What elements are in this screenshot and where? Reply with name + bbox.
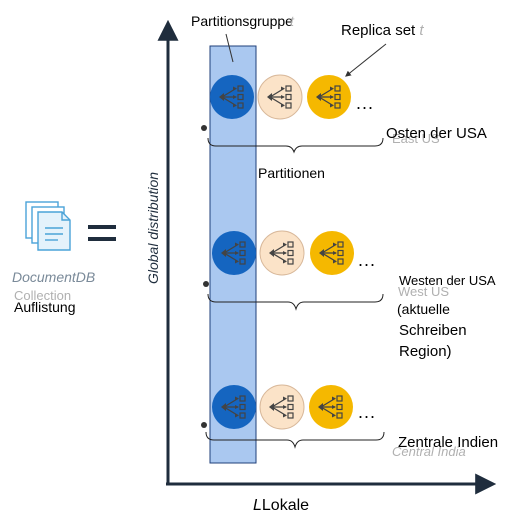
partition-group-label: Partitionsgruppet [191,13,294,29]
collection-subtitle: Auflistung [14,299,76,315]
partition-group-ghost-text: t [289,13,294,29]
region-anchor-dot [201,422,207,428]
collection-title: DocumentDB [12,269,96,285]
region-3-label: Zentrale Indien [398,434,499,451]
collection-ghost-subtitle: Collection [14,288,72,303]
more-replicas-ellipsis-2: ... [358,250,377,270]
region-2-label: Westen der USA [399,273,496,288]
region-2-note-line-2: Schreiben [399,322,467,339]
region-2-note-line-3: Region) [399,343,452,360]
region-brace [205,431,385,449]
region-1-label: Osten der USA [386,125,487,142]
region-2-ghost-label: West US [398,284,450,299]
region-1-ghost-label: East US [392,131,440,146]
region-anchor-dot [203,281,209,287]
partitions-label: Partitionen [258,165,325,181]
region-brace [207,137,384,154]
replica-set-arrow [345,43,387,77]
replica-set-ghost-text: t [419,22,424,39]
replica-set-label: Replica set t [341,22,424,39]
region-row-1 [201,74,384,154]
x-axis-ghost-text: L [253,497,262,514]
partition-group-text: Partitionsgruppe [191,13,293,29]
region-anchor-dot [201,125,207,131]
equals-sign-icon [88,225,116,241]
region-brace [207,293,384,311]
region-row-3 [201,384,385,449]
more-replicas-ellipsis-1: ... [356,93,375,113]
region-2-note-line-1: (aktuelle [397,301,450,317]
replica-set-text: Replica set [341,22,416,39]
document-stack-icon [25,201,71,251]
region-3-ghost-label: Central India [392,444,466,459]
x-axis-text: Lokale [261,497,310,514]
partition-group-callout-line [225,33,234,63]
region-row-2 [203,230,384,311]
x-axis-label: LLokale [253,497,309,515]
y-axis-label: Global distribution [145,171,161,285]
more-replicas-ellipsis-3: ... [358,402,377,422]
